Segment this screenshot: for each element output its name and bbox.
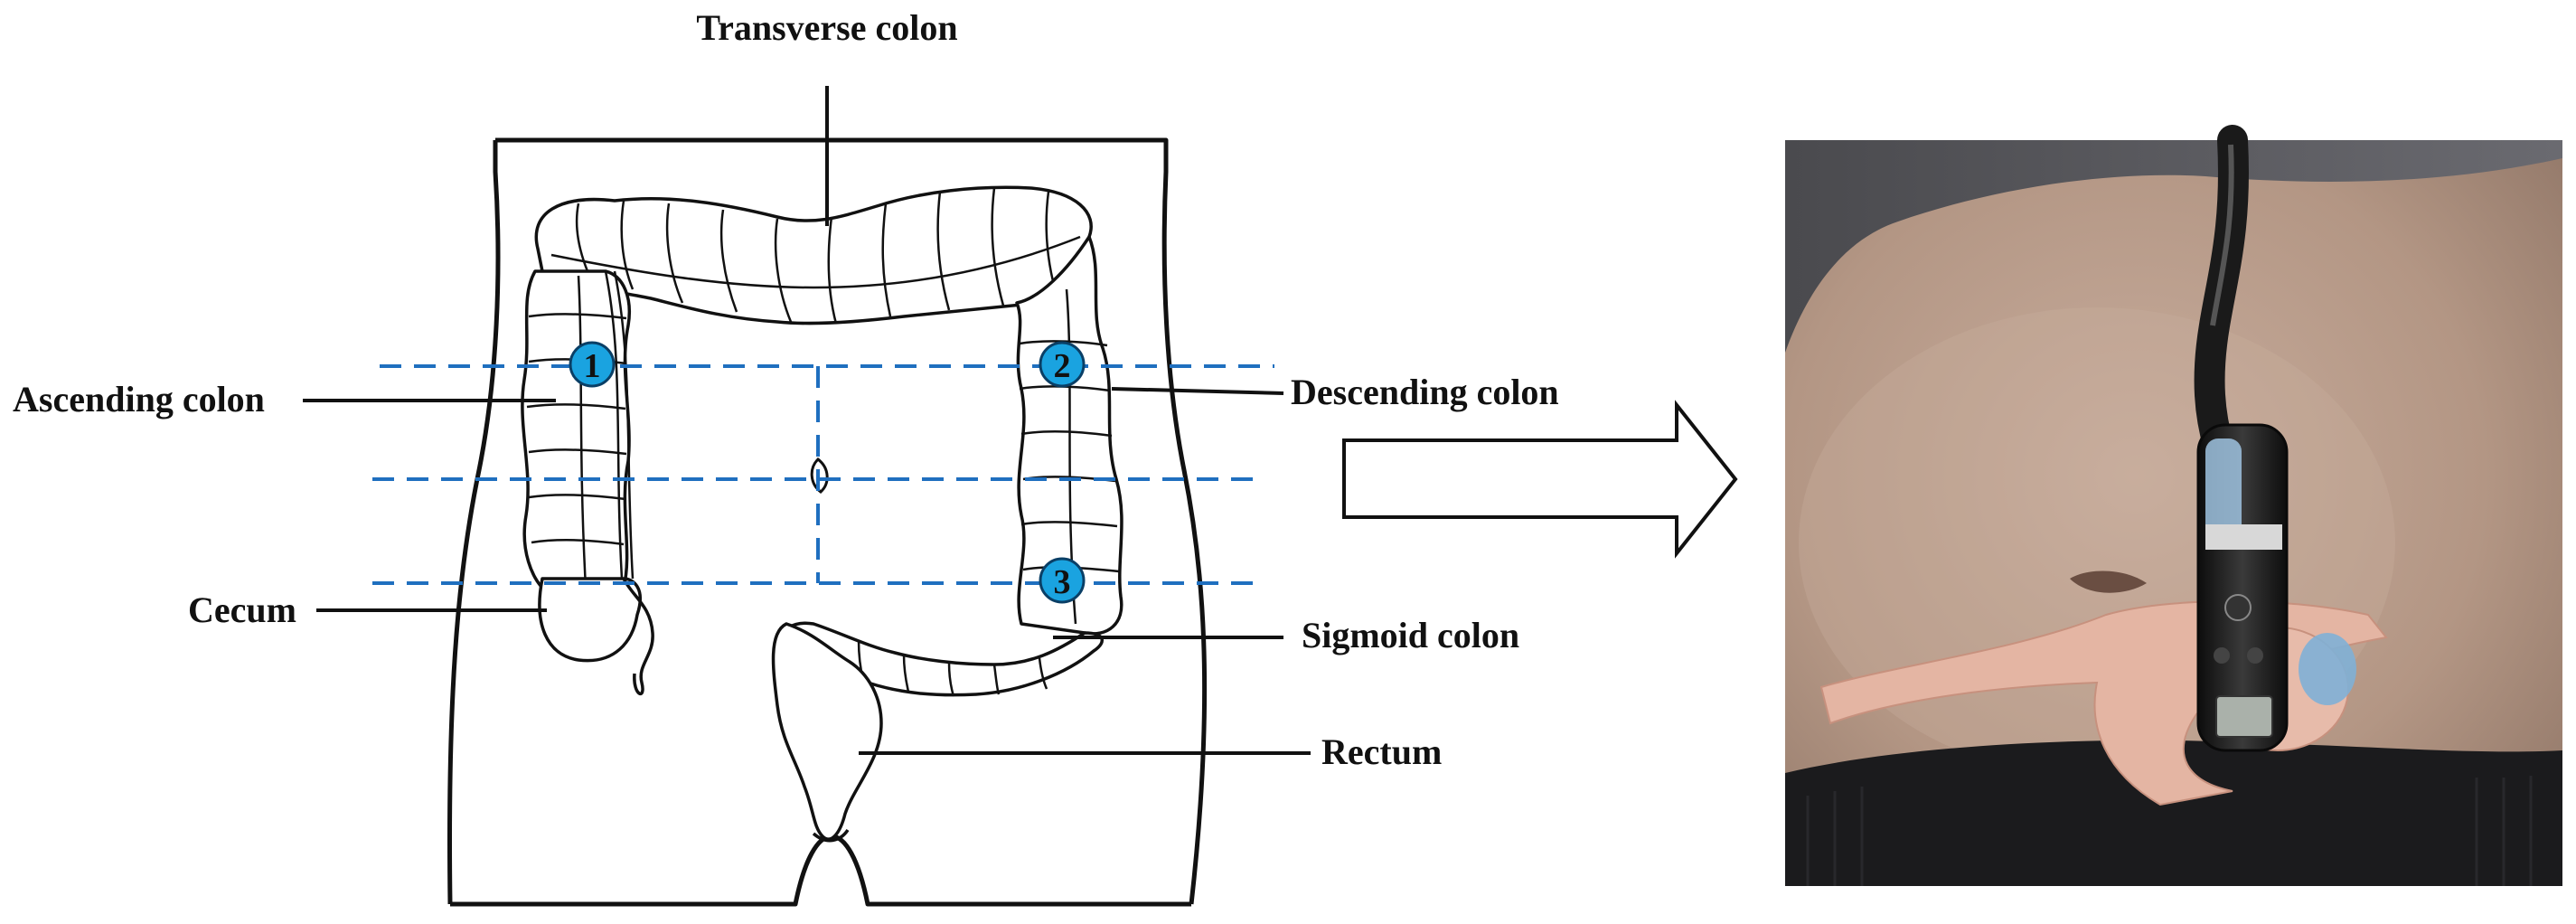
label-descending-colon: Descending colon bbox=[1291, 372, 1559, 412]
guide-lines bbox=[372, 364, 1274, 585]
label-sigmoid-colon: Sigmoid colon bbox=[1302, 615, 1519, 655]
colon-drawing bbox=[521, 185, 1123, 843]
right-arrow bbox=[1342, 400, 1738, 559]
leader-lines bbox=[303, 86, 1311, 755]
marker-3: 3 bbox=[1039, 557, 1086, 604]
label-cecum: Cecum bbox=[188, 589, 296, 630]
marker-3-number: 3 bbox=[1054, 563, 1071, 601]
device-photo bbox=[1785, 125, 2562, 886]
label-ascending-colon: Ascending colon bbox=[13, 379, 265, 420]
label-transverse-colon: Transverse colon bbox=[696, 7, 957, 48]
marker-2: 2 bbox=[1039, 341, 1086, 388]
marker-1: 1 bbox=[569, 341, 616, 388]
rectum bbox=[771, 622, 883, 841]
cecum bbox=[538, 577, 643, 663]
label-rectum: Rectum bbox=[1321, 731, 1442, 772]
marker-1-number: 1 bbox=[584, 347, 601, 385]
marker-2-number: 2 bbox=[1054, 347, 1071, 385]
